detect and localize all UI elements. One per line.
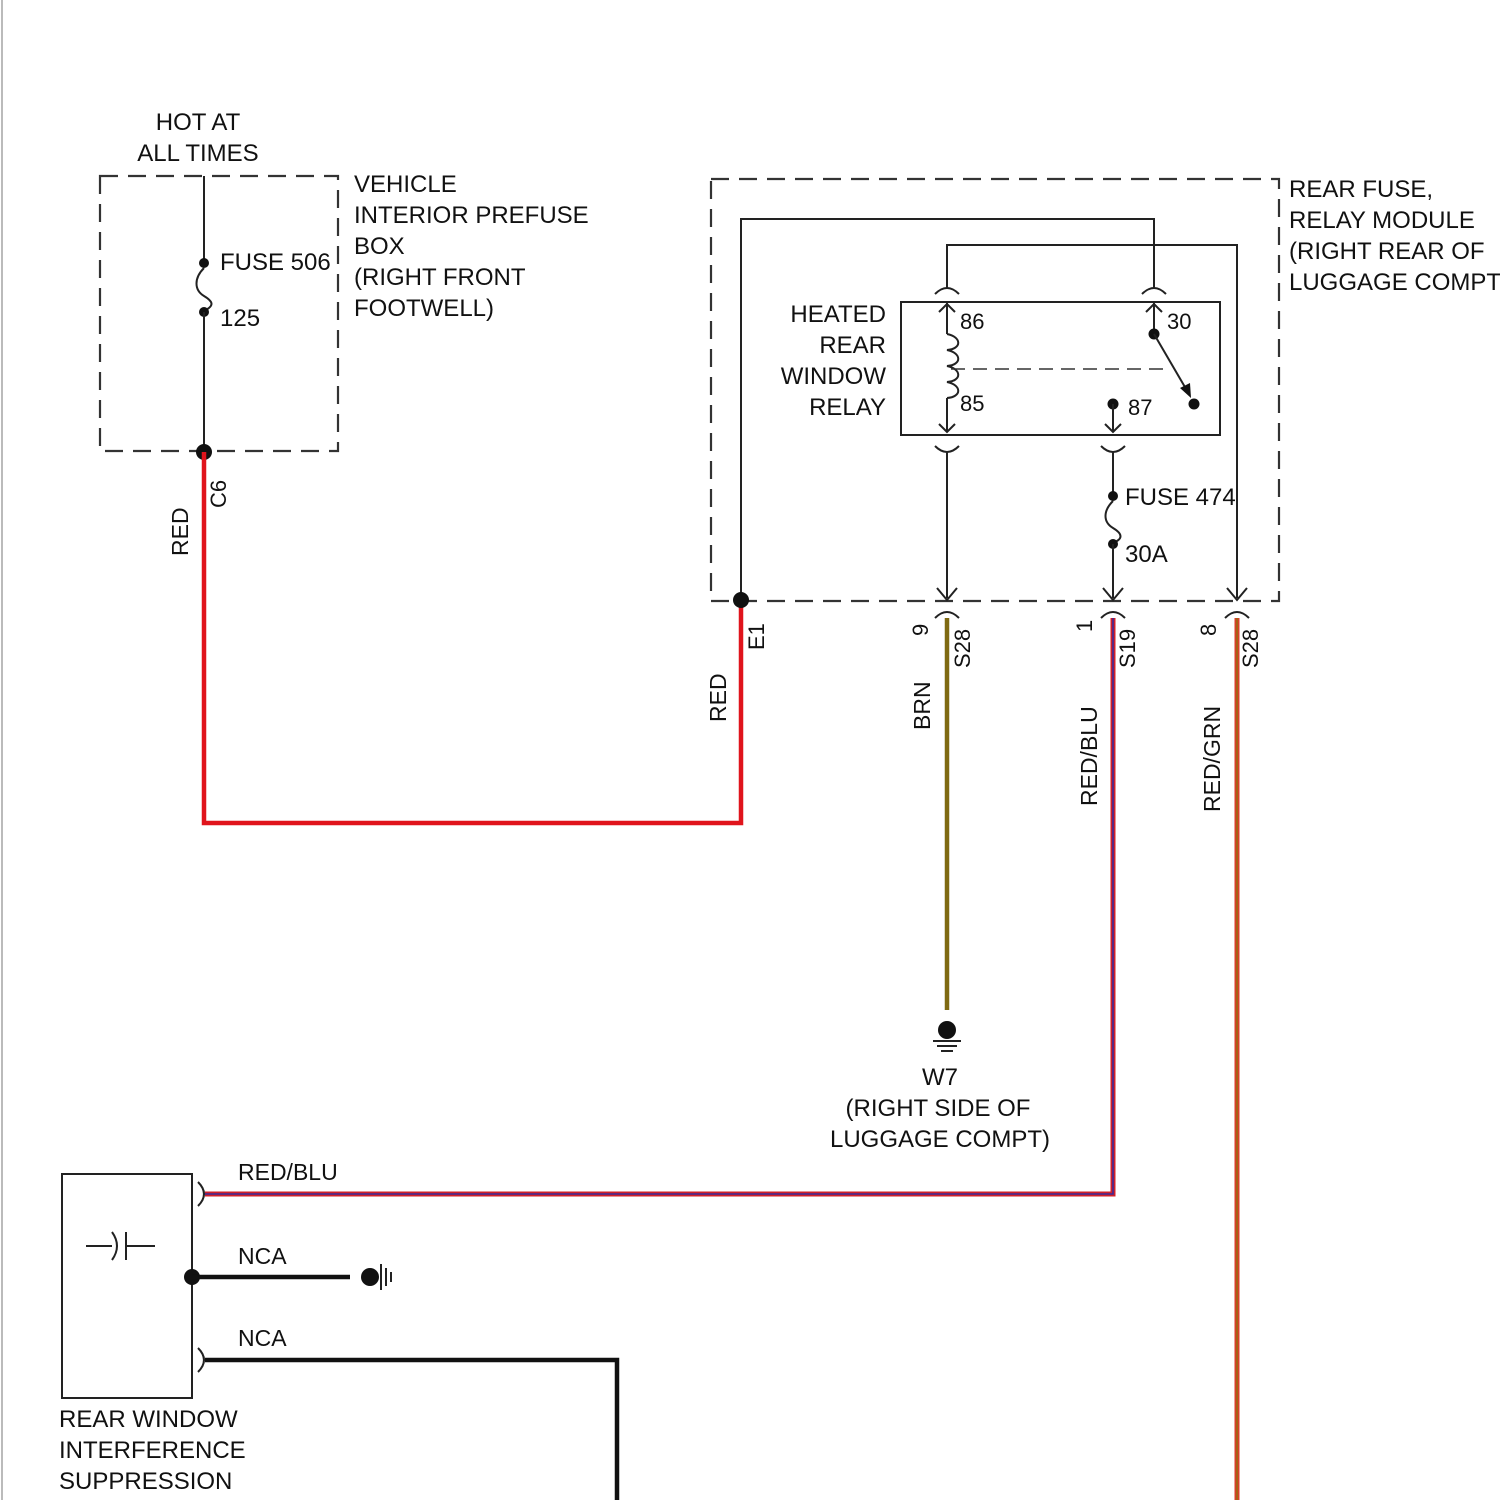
red-wire (204, 452, 741, 823)
suppression-name-line-3: SUPPRESSION (59, 1468, 232, 1495)
nca-2-wire (205, 1360, 617, 1500)
relay-name-line-3: WINDOW (781, 363, 887, 390)
red-grn-wire-label: RED/GRN (1199, 706, 1225, 812)
relay-name-line-4: RELAY (809, 394, 886, 421)
fuse-474-terminal-top (1108, 491, 1118, 501)
suppression-name-line-1: REAR WINDOW (59, 1406, 238, 1433)
prefuse-box-outline (100, 176, 338, 451)
relay-switch-arm (1154, 334, 1189, 394)
s19-1-chevron (1101, 612, 1125, 618)
relay-pin-86-label: 86 (960, 309, 984, 334)
s19-1-pin-label: 1 (1072, 620, 1097, 632)
rear-module-outline (711, 179, 1279, 601)
prefuse-box-name-line-4: (RIGHT FRONT (354, 264, 526, 291)
rear-module-name-line-1: REAR FUSE, (1289, 176, 1433, 203)
nca-1-ground-symbol (361, 1264, 391, 1290)
s28-9-pin-label: 9 (908, 624, 933, 636)
nca-2-wire-label: NCA (238, 1325, 287, 1351)
switch-contact-dot (1189, 399, 1200, 410)
fuse-506-rating: 125 (220, 305, 260, 332)
suppression-box (62, 1174, 192, 1398)
red-wire-label-prefuse: RED (167, 507, 193, 556)
s28-9-connector-label: S28 (950, 629, 975, 668)
red-blu-wire-label-vertical: RED/BLU (1076, 706, 1102, 806)
prefuse-box: HOT AT ALL TIMES VEHICLE INTERIOR PREFUS… (100, 109, 589, 508)
suppression-red-blu-chevron (198, 1182, 204, 1206)
ground-w7-location-1: (RIGHT SIDE OF (846, 1095, 1031, 1122)
s28-9-chevron (935, 612, 959, 618)
pin86-connector-chevron (935, 288, 959, 294)
prefuse-box-name-line-3: BOX (354, 233, 405, 260)
s28-8-pin-label: 8 (1196, 624, 1221, 636)
e1-connector-label: E1 (744, 623, 769, 650)
relay-pin-30-label: 30 (1167, 309, 1191, 334)
relay-switch-arrowhead (1180, 383, 1191, 398)
ground-w7-dot (938, 1021, 956, 1039)
prefuse-box-name-line-2: INTERIOR PREFUSE (354, 202, 589, 229)
pin87-connector-chevron (1101, 446, 1125, 452)
fuse-474-element (1106, 501, 1121, 543)
e1-connector-dot (733, 592, 749, 608)
rear-module-name-line-3: (RIGHT REAR OF (1289, 238, 1485, 265)
red-wire-label-module: RED (705, 673, 731, 722)
c6-connector-label: C6 (206, 480, 231, 508)
relay-name-line-1: HEATED (790, 301, 886, 328)
suppression-name-line-2: INTERFERENCE (59, 1437, 246, 1464)
ground-w7: W7 (RIGHT SIDE OF LUGGAGE COMPT) (830, 1021, 1050, 1153)
rear-module-name-line-2: RELAY MODULE (1289, 207, 1475, 234)
s19-1-connector-label: S19 (1115, 629, 1140, 668)
pin85-connector-chevron (935, 446, 959, 452)
fuse-506-element (197, 268, 212, 311)
fuse-506-terminal-top (199, 258, 209, 268)
pin30-connector-chevron (1142, 288, 1166, 294)
pin86-to-s28-8-line (947, 245, 1237, 598)
s28-8-connector-label: S28 (1238, 629, 1263, 668)
rear-window-interference-suppression: REAR WINDOW INTERFERENCE SUPPRESSION (59, 1174, 246, 1495)
brn-wire-label: BRN (909, 681, 935, 730)
prefuse-box-name-line-5: FOOTWELL) (354, 295, 494, 322)
rear-fuse-relay-module: REAR FUSE, RELAY MODULE (RIGHT REAR OF L… (711, 176, 1500, 668)
rear-module-name-line-4: LUGGAGE COMPT (1289, 269, 1500, 296)
relay-pin-85-label: 85 (960, 391, 984, 416)
s28-8-chevron (1225, 612, 1249, 618)
fuse-474-rating: 30A (1125, 541, 1168, 568)
prefuse-box-name-line-1: VEHICLE (354, 171, 457, 198)
relay-pin-87-label: 87 (1128, 395, 1152, 420)
nca-1-ground-dot (361, 1268, 379, 1286)
hot-at-label: HOT AT (156, 109, 241, 136)
relay-coil (947, 334, 958, 398)
ground-w7-id: W7 (922, 1064, 958, 1091)
relay-name-line-2: REAR (819, 332, 886, 359)
nca-1-wire-label: NCA (238, 1243, 287, 1269)
all-times-label: ALL TIMES (137, 140, 258, 167)
fuse-506-label: FUSE 506 (220, 249, 331, 276)
suppression-nca-2-chevron (198, 1348, 204, 1372)
ground-w7-location-2: LUGGAGE COMPT) (830, 1126, 1050, 1153)
fuse-474-label: FUSE 474 (1125, 484, 1236, 511)
red-blu-wire-label-horizontal: RED/BLU (238, 1159, 338, 1185)
capacitor-plate-curved (112, 1232, 117, 1260)
